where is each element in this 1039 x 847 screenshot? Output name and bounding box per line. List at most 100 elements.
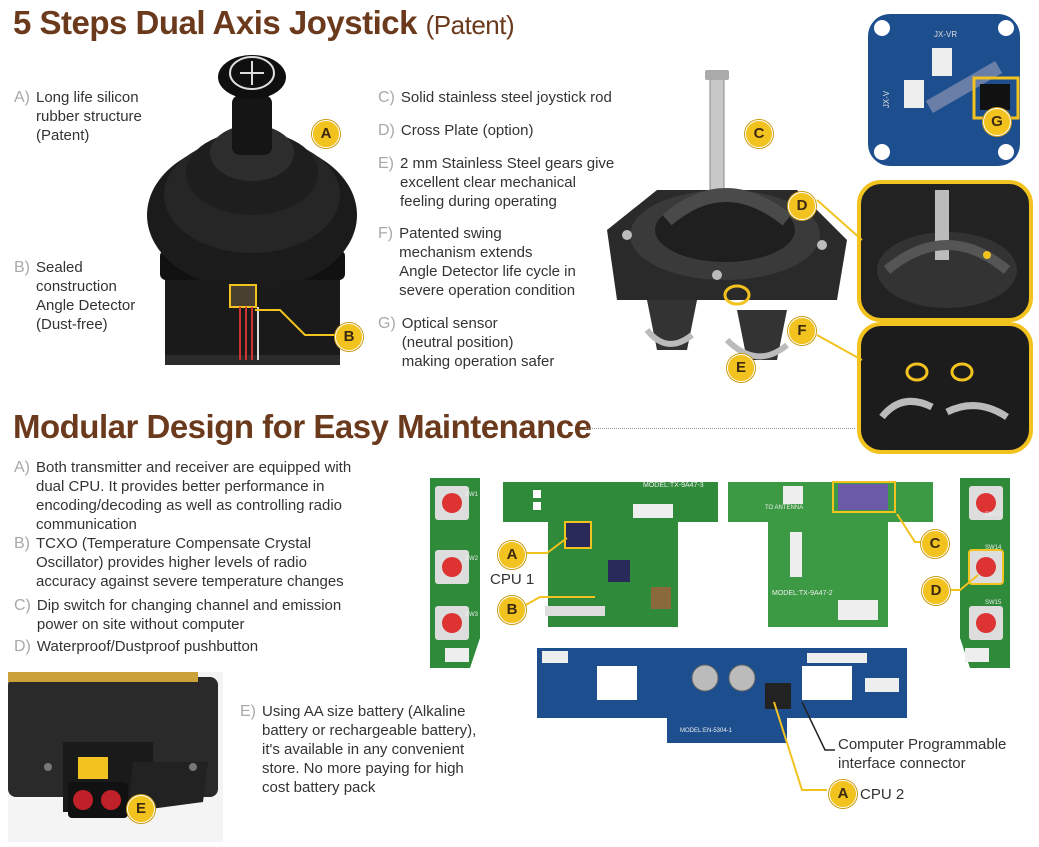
board-label-jxvr: JX-VR: [934, 30, 958, 39]
connector-label-line: interface connector: [838, 755, 966, 772]
connector-label-line: Computer Programmable: [838, 736, 1007, 753]
pcb-antenna: TO ANTENNA: [765, 505, 804, 511]
cpu2-label: CPU 2: [860, 786, 905, 803]
feature-line: (neutral position): [401, 334, 514, 351]
feature-key: C): [378, 89, 395, 106]
modular-section-title: Modular Design for Easy Maintenance: [13, 408, 592, 445]
feature-line: it's available in any convenient: [262, 741, 465, 758]
sw-label: SW14: [985, 545, 1002, 551]
feature-e-modular: E) Using AA size battery (Alkaline batte…: [240, 702, 530, 797]
feature-key: F): [378, 225, 394, 242]
leader-b: [255, 309, 340, 336]
feature-key: B): [14, 535, 30, 552]
left-pushbutton-board: [430, 478, 480, 668]
pcb-model-en: MODEL:EN-5304-1: [680, 728, 733, 734]
feature-line: rubber structure: [36, 108, 142, 125]
feature-line: Using AA size battery (Alkaline: [262, 703, 466, 720]
leader-connector: [801, 701, 835, 751]
tx-board: [503, 482, 718, 627]
feature-key: D): [378, 122, 395, 139]
sw-label: SW15: [985, 600, 1002, 606]
sw-label: SW3: [465, 612, 479, 618]
callout-e: E: [727, 354, 755, 382]
feature-line: excellent clear mechanical: [400, 174, 576, 191]
battery-compartment-photo: [8, 672, 223, 842]
feature-d-joystick: D) Cross Plate (option): [378, 121, 658, 140]
leader-cpu2: [773, 701, 827, 791]
callout-a-cpu2: A: [829, 780, 857, 808]
callout-b: B: [335, 323, 363, 351]
feature-line: (Dust-free): [36, 316, 108, 333]
feature-line: mechanism extends: [399, 244, 533, 261]
feature-line: construction: [36, 278, 117, 295]
feature-key: D): [14, 638, 31, 655]
callout-d: D: [788, 192, 816, 220]
feature-a-joystick: A) Long life silicon rubber structure (P…: [14, 88, 174, 145]
feature-key: B): [14, 259, 30, 276]
callout-b-tcxo: B: [498, 596, 526, 624]
feature-line: accuracy against severe temperature chan…: [36, 573, 344, 590]
swing-mechanism-detail-photo: [857, 322, 1033, 454]
callout-c-dip: C: [921, 530, 949, 558]
right-pushbutton-board: [960, 478, 1010, 668]
callout-a-cpu1: A: [498, 541, 526, 569]
connector-label: Computer Programmable interface connecto…: [838, 735, 1006, 773]
sw-label: SW2: [465, 556, 479, 562]
joystick-photo: [147, 55, 357, 365]
feature-line: feeling during operating: [400, 193, 557, 210]
feature-line: cost battery pack: [262, 779, 376, 796]
feature-line: encoding/decoding as well as controlling…: [36, 497, 343, 514]
feature-key: E): [240, 703, 256, 720]
feature-line: Optical sensor: [401, 315, 498, 332]
feature-line: Solid stainless steel joystick rod: [400, 89, 612, 106]
leader-f: [816, 334, 863, 361]
callout-e-battery: E: [127, 795, 155, 823]
feature-line: severe operation condition: [399, 282, 576, 299]
feature-line: TCXO (Temperature Compensate Crystal: [36, 535, 312, 552]
feature-line: power on site without computer: [36, 616, 245, 633]
feature-key: A): [14, 89, 30, 106]
sw-label: SW1: [465, 492, 479, 498]
feature-key: A): [14, 459, 30, 476]
feature-line: Cross Plate (option): [400, 122, 534, 139]
feature-line: store. No more paying for high: [262, 760, 464, 777]
feature-key: G): [378, 315, 396, 332]
feature-line: Angle Detector life cycle in: [399, 263, 576, 280]
feature-e-joystick: E) 2 mm Stainless Steel gears give excel…: [378, 154, 658, 211]
board-label-jxvl: JX-V: [882, 90, 892, 109]
feature-line: (Patent): [36, 127, 90, 144]
feature-line: making operation safer: [401, 353, 555, 370]
feature-line: Both transmitter and receiver are equipp…: [36, 459, 352, 476]
feature-c-modular: C) Dip switch for changing channel and e…: [14, 596, 424, 634]
leader-d: [816, 199, 863, 241]
feature-line: battery or rechargeable battery),: [262, 722, 477, 739]
optical-sensor-board-photo: [868, 14, 1020, 166]
feature-line: dual CPU. It provides better performance…: [36, 478, 325, 495]
feature-g-joystick: G) Optical sensor (neutral position) mak…: [378, 314, 658, 371]
feature-line: Long life silicon: [36, 89, 139, 106]
callout-d-pushbutton: D: [922, 577, 950, 605]
feature-line: Patented swing: [399, 225, 502, 242]
callout-f: F: [788, 317, 816, 345]
feature-line: Dip switch for changing channel and emis…: [36, 597, 342, 614]
cpu1-label: CPU 1: [490, 571, 535, 588]
feature-key: C): [14, 597, 31, 614]
callout-g: G: [983, 108, 1011, 136]
feature-line: Angle Detector: [36, 297, 136, 314]
sw-label: SW13: [985, 512, 1002, 518]
joystick-section-title: 5 Steps Dual Axis Joystick (Patent): [13, 4, 515, 42]
feature-line: Sealed: [36, 259, 83, 276]
cross-plate-detail-photo: [857, 180, 1033, 322]
title-divider: [585, 428, 855, 429]
feature-line: Oscillator) provides higher levels of ra…: [36, 554, 307, 571]
callout-a: A: [312, 120, 340, 148]
feature-d-modular: D) Waterproof/Dustproof pushbutton: [14, 637, 424, 656]
feature-b-modular: B) TCXO (Temperature Compensate Crystal …: [14, 534, 424, 591]
callout-c: C: [745, 120, 773, 148]
rx-board: [728, 481, 933, 627]
feature-c-joystick: C) Solid stainless steel joystick rod: [378, 88, 658, 107]
title-suffix: (Patent): [425, 10, 515, 40]
pcb-model-tx: MODEL:TX-9A47-3: [643, 482, 704, 489]
feature-line: communication: [36, 516, 137, 533]
feature-b-joystick: B) Sealed construction Angle Detector (D…: [14, 258, 174, 334]
